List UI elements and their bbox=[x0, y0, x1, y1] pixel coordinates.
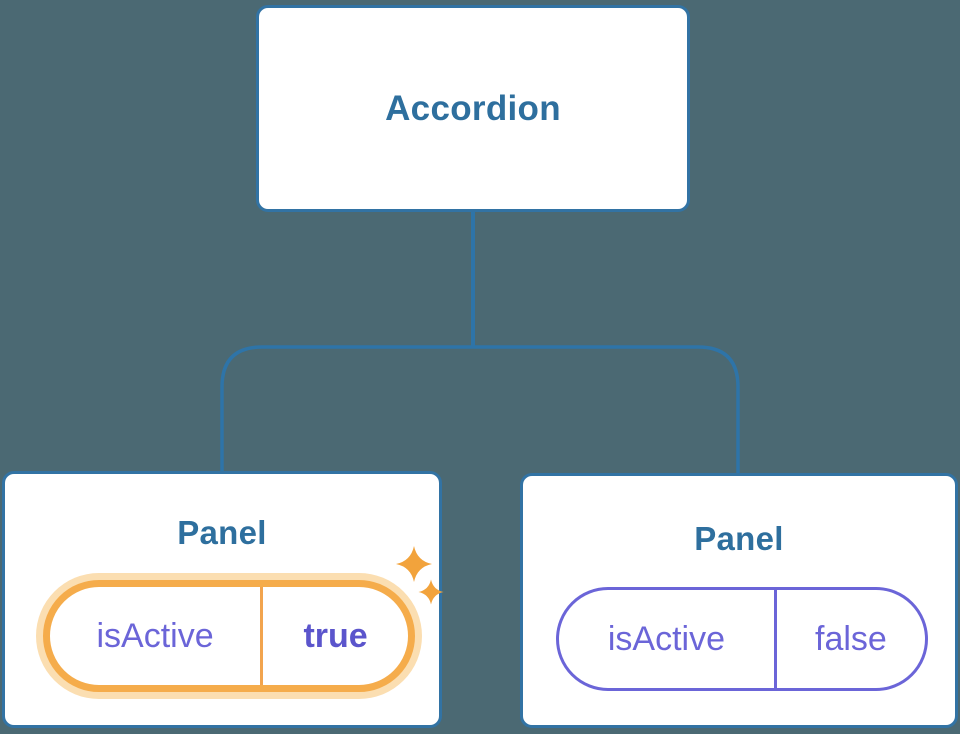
node-panel-label: Panel bbox=[694, 520, 784, 557]
pill-divider bbox=[260, 587, 264, 685]
state-value: true bbox=[303, 616, 368, 655]
state-name: isActive bbox=[607, 619, 725, 658]
sparkle-icon bbox=[396, 546, 444, 605]
node-panel-active: Panel isActive true bbox=[2, 471, 444, 728]
node-accordion: Accordion bbox=[256, 5, 690, 212]
pill-divider bbox=[773, 590, 777, 688]
state-pill-active: isActive true bbox=[43, 580, 415, 692]
state-name: isActive bbox=[96, 616, 214, 655]
node-panel-label: Panel bbox=[177, 514, 267, 551]
state-pill-inactive: isActive false bbox=[556, 587, 928, 691]
node-accordion-label: Accordion bbox=[385, 88, 561, 128]
state-value: false bbox=[815, 619, 887, 658]
node-panel-inactive: Panel isActive false bbox=[520, 473, 958, 728]
